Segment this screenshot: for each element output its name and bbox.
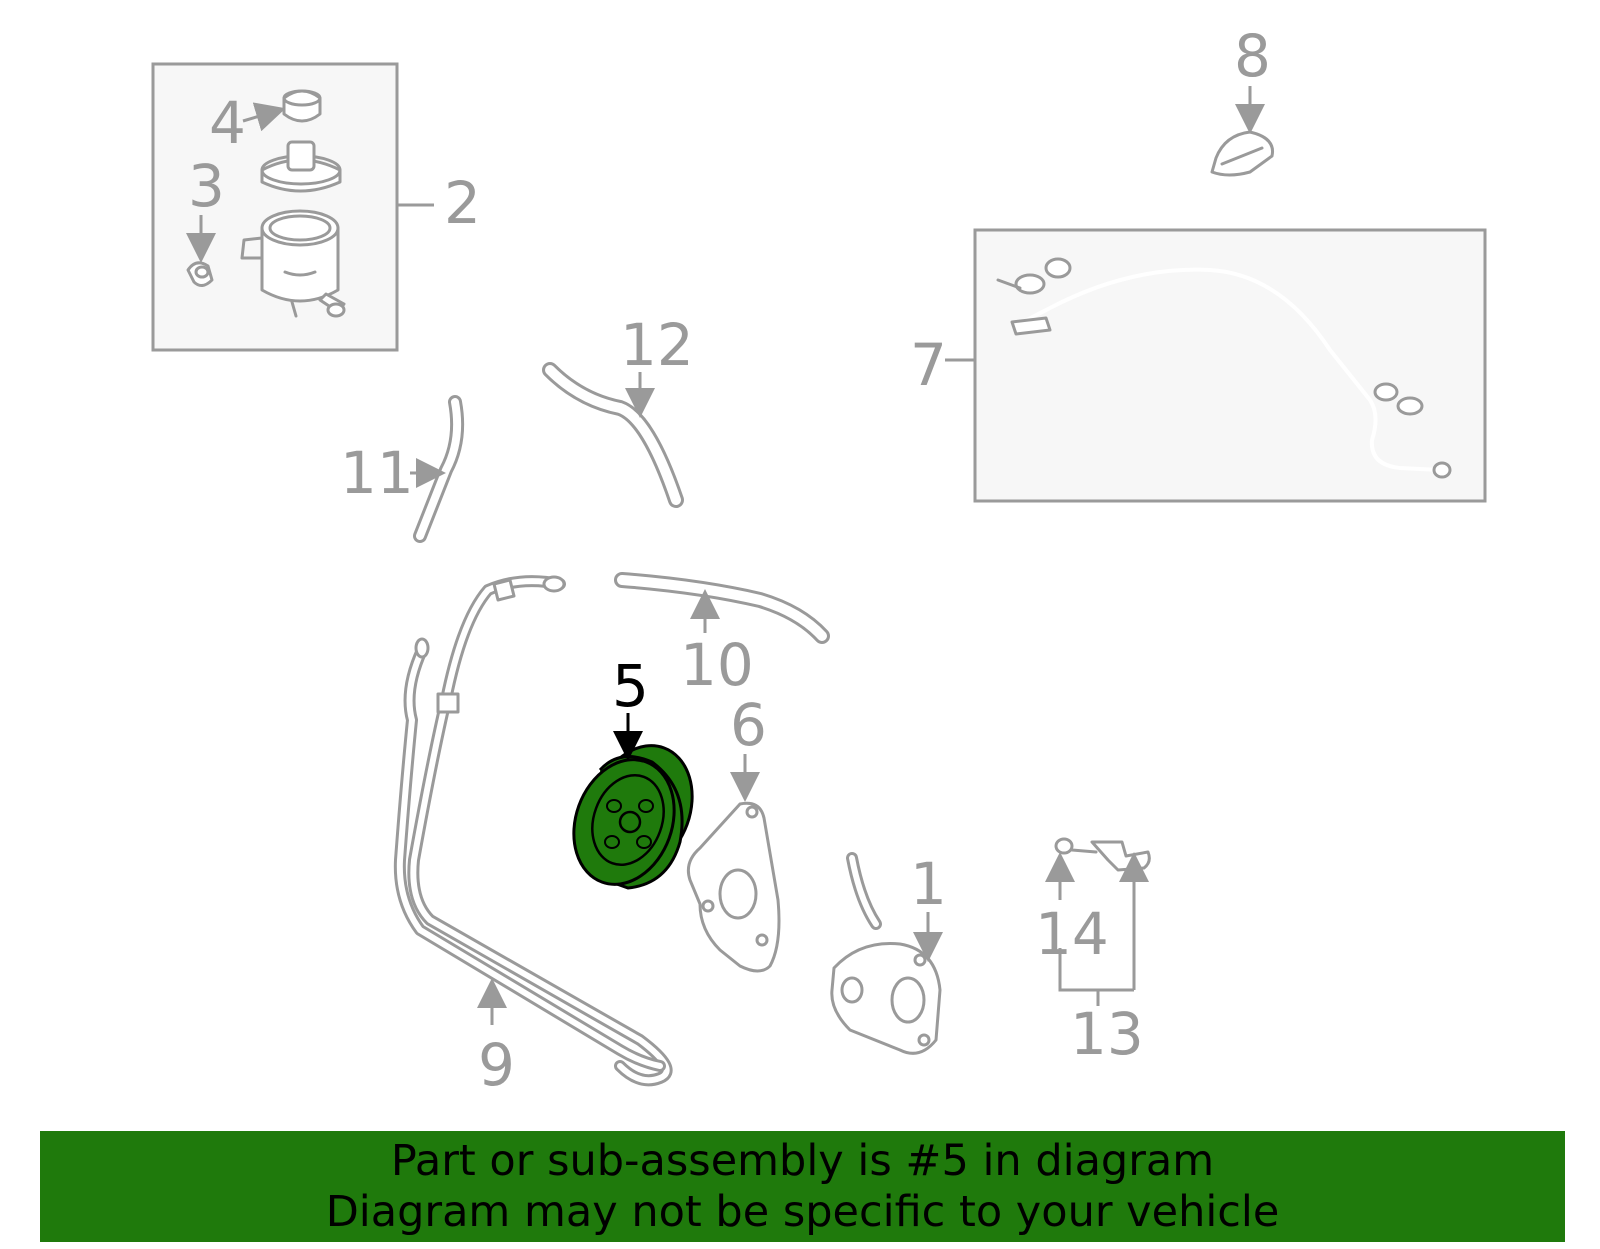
notice-line-2: Diagram may not be specific to your vehi… bbox=[325, 1186, 1280, 1237]
part-1-pump[interactable] bbox=[830, 852, 942, 1055]
callout-7[interactable]: 7 bbox=[910, 331, 947, 399]
part-9-return-line[interactable] bbox=[393, 575, 673, 1087]
callout-1[interactable]: 1 bbox=[910, 850, 947, 918]
callout-2[interactable]: 2 bbox=[444, 169, 481, 237]
callout-10[interactable]: 10 bbox=[680, 631, 754, 699]
part-12-hose[interactable] bbox=[542, 362, 684, 508]
reservoir-body bbox=[240, 209, 346, 318]
leader-4 bbox=[242, 102, 286, 132]
pressure-hose-box bbox=[973, 228, 1487, 503]
part-7-pressure-hose[interactable] bbox=[996, 257, 1452, 479]
part-4-cap-seal[interactable] bbox=[282, 89, 322, 123]
part-8-clamp[interactable] bbox=[1210, 130, 1275, 177]
callout-3[interactable]: 3 bbox=[188, 152, 225, 220]
part-5-pulley[interactable] bbox=[557, 731, 709, 898]
part-11-hose[interactable] bbox=[413, 395, 465, 543]
reservoir-cap bbox=[260, 140, 342, 193]
callout-12[interactable]: 12 bbox=[620, 311, 694, 379]
callout-13[interactable]: 13 bbox=[1070, 1000, 1144, 1068]
part-3-grommet[interactable] bbox=[186, 261, 214, 287]
reservoir-group: 4 3 2 bbox=[151, 62, 481, 352]
callout-11[interactable]: 11 bbox=[340, 439, 414, 507]
callout-14[interactable]: 14 bbox=[1035, 900, 1109, 968]
callout-8[interactable]: 8 bbox=[1234, 22, 1271, 90]
callout-9[interactable]: 9 bbox=[478, 1031, 515, 1099]
callout-4[interactable]: 4 bbox=[209, 89, 246, 157]
notice-line-1: Part or sub-assembly is #5 in diagram bbox=[390, 1135, 1215, 1186]
callout-6[interactable]: 6 bbox=[730, 691, 767, 759]
part-10-hose[interactable] bbox=[614, 572, 830, 644]
part-6-bracket[interactable] bbox=[686, 801, 781, 973]
leader-13-bracket bbox=[1058, 948, 1134, 1006]
notice-banner: Part or sub-assembly is #5 in diagram Di… bbox=[40, 1131, 1565, 1242]
callout-5[interactable]: 5 bbox=[612, 652, 649, 720]
pressure-hose-group: 7 bbox=[910, 228, 1487, 503]
